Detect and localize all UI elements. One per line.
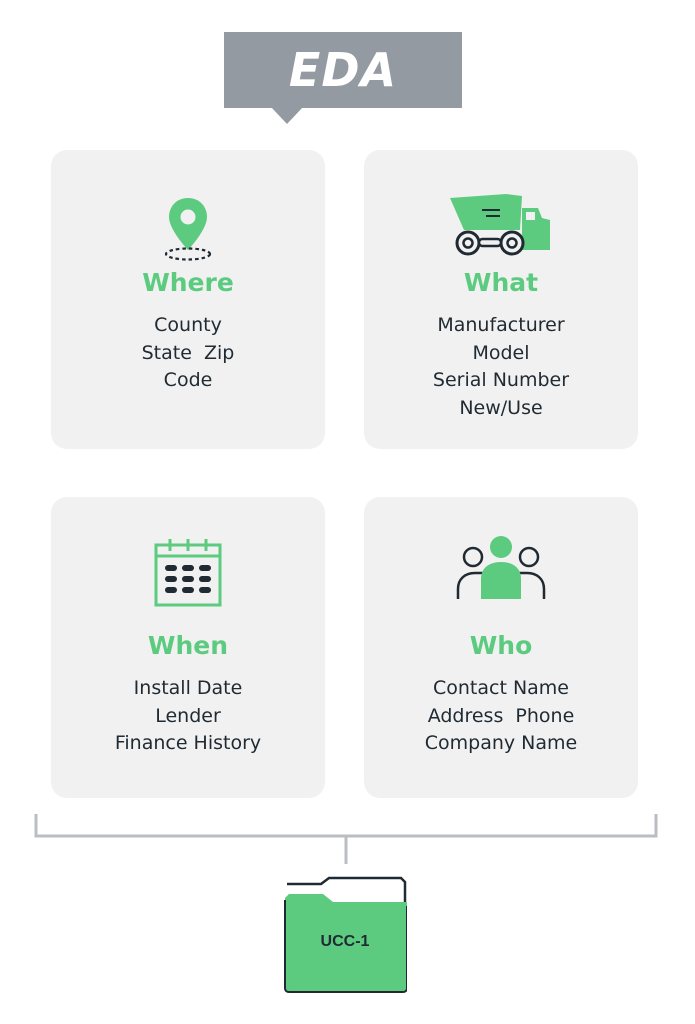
card-what: What Manufacturer Model Serial Number Ne… bbox=[364, 150, 638, 449]
card-line: Company Name bbox=[424, 732, 578, 754]
card-line: Serial Number bbox=[432, 369, 570, 391]
eda-logo: EDA bbox=[224, 32, 462, 108]
card-line: Model bbox=[472, 341, 530, 364]
card-who: Who Contact Name Address Phone Company N… bbox=[364, 497, 638, 798]
card-title-what: What bbox=[463, 268, 539, 297]
eda-logo-text: EDA bbox=[288, 43, 398, 97]
card-title-where: Where bbox=[142, 268, 234, 297]
card-when: When Install Date Lender Finance History bbox=[51, 497, 325, 798]
card-line: Manufacturer bbox=[437, 314, 565, 336]
card-line: New/Use bbox=[459, 396, 543, 419]
calendar-icon bbox=[51, 535, 325, 615]
card-title-who: Who bbox=[469, 631, 533, 660]
folder-label: UCC-1 bbox=[320, 933, 370, 950]
card-lines-who: Contact Name Address Phone Company Name bbox=[364, 675, 638, 758]
card-title-when: When bbox=[147, 631, 229, 660]
card-lines-where: County State Zip Code bbox=[51, 312, 325, 395]
card-line: State Zip bbox=[141, 341, 235, 364]
location-pin-icon bbox=[51, 194, 325, 266]
logo-pointer bbox=[271, 107, 303, 124]
card-line: Contact Name bbox=[432, 677, 569, 699]
card-line: Code bbox=[163, 369, 213, 391]
people-group-icon bbox=[364, 535, 638, 609]
card-line: Address Phone bbox=[427, 704, 575, 727]
card-lines-when: Install Date Lender Finance History bbox=[51, 675, 325, 758]
card-line: County bbox=[154, 314, 222, 336]
card-line: Finance History bbox=[114, 732, 262, 754]
dump-truck-icon bbox=[364, 188, 638, 262]
card-line: Lender bbox=[155, 704, 221, 727]
card-lines-what: Manufacturer Model Serial Number New/Use bbox=[364, 312, 638, 422]
card-where: Where County State Zip Code bbox=[51, 150, 325, 449]
folder-icon bbox=[284, 876, 407, 993]
card-line: Install Date bbox=[133, 677, 243, 699]
